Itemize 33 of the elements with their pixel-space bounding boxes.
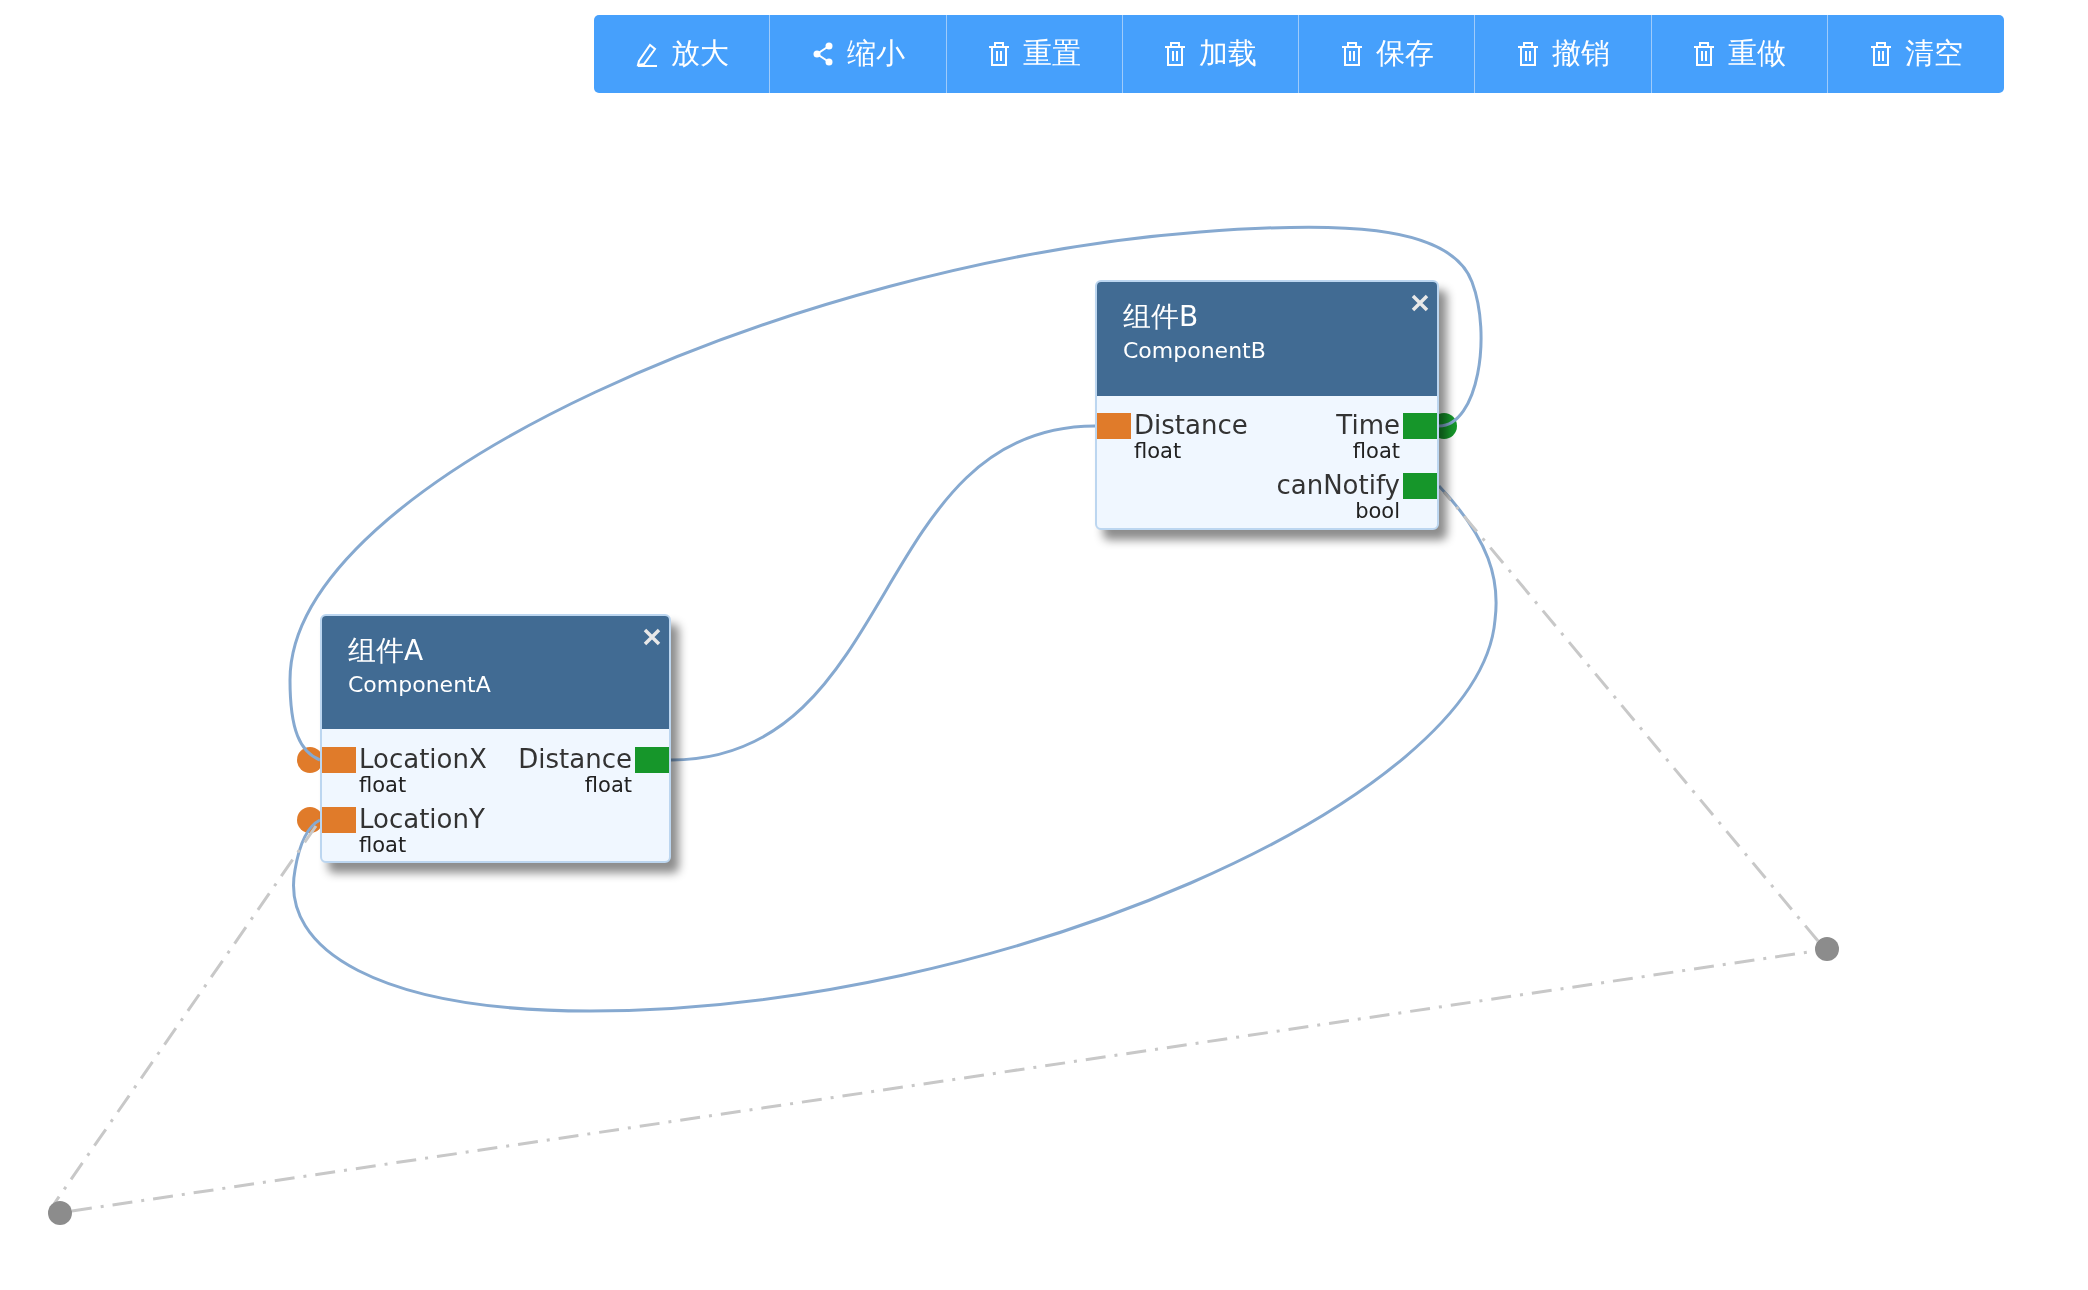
dashed-connector	[52, 825, 318, 1205]
connector	[670, 424, 1096, 762]
handle-dot	[48, 1201, 72, 1225]
toolbar-button: 重置	[946, 15, 1123, 93]
toolbar-button: 清空	[1827, 15, 2004, 93]
component-card	[1095, 280, 1439, 530]
port-type: bool	[1355, 499, 1400, 523]
port-name: LocationY	[359, 804, 485, 834]
card-subtitle: ComponentB	[1123, 338, 1266, 363]
handle-dot	[1815, 937, 1839, 961]
card-title: 组件B	[1123, 299, 1199, 335]
component-card	[320, 614, 671, 863]
port-type: float	[359, 773, 407, 797]
port-name: Time	[1336, 410, 1400, 440]
port-type: float	[1134, 439, 1182, 463]
connector	[292, 485, 1498, 1013]
card-title: 组件A	[348, 633, 424, 669]
toolbar-button: 撤销	[1475, 15, 1652, 93]
card-subtitle: ComponentA	[348, 672, 491, 697]
toolbar-button: 保存	[1299, 15, 1476, 93]
port-name: canNotify	[1276, 470, 1400, 500]
toolbar-button: 缩小	[770, 15, 947, 93]
dashed-connector	[1442, 491, 1820, 942]
port-type: float	[359, 833, 407, 857]
port-type: float	[584, 773, 632, 797]
toolbar-button: 重做	[1651, 15, 1828, 93]
port-name: LocationX	[359, 744, 487, 774]
port-name: Distance	[518, 744, 632, 774]
toolbar-button: 放大	[594, 15, 771, 93]
port-name: Distance	[1134, 410, 1248, 440]
toolbar-button: 加载	[1122, 15, 1299, 93]
connector	[288, 225, 1483, 762]
port-type: float	[1352, 439, 1400, 463]
